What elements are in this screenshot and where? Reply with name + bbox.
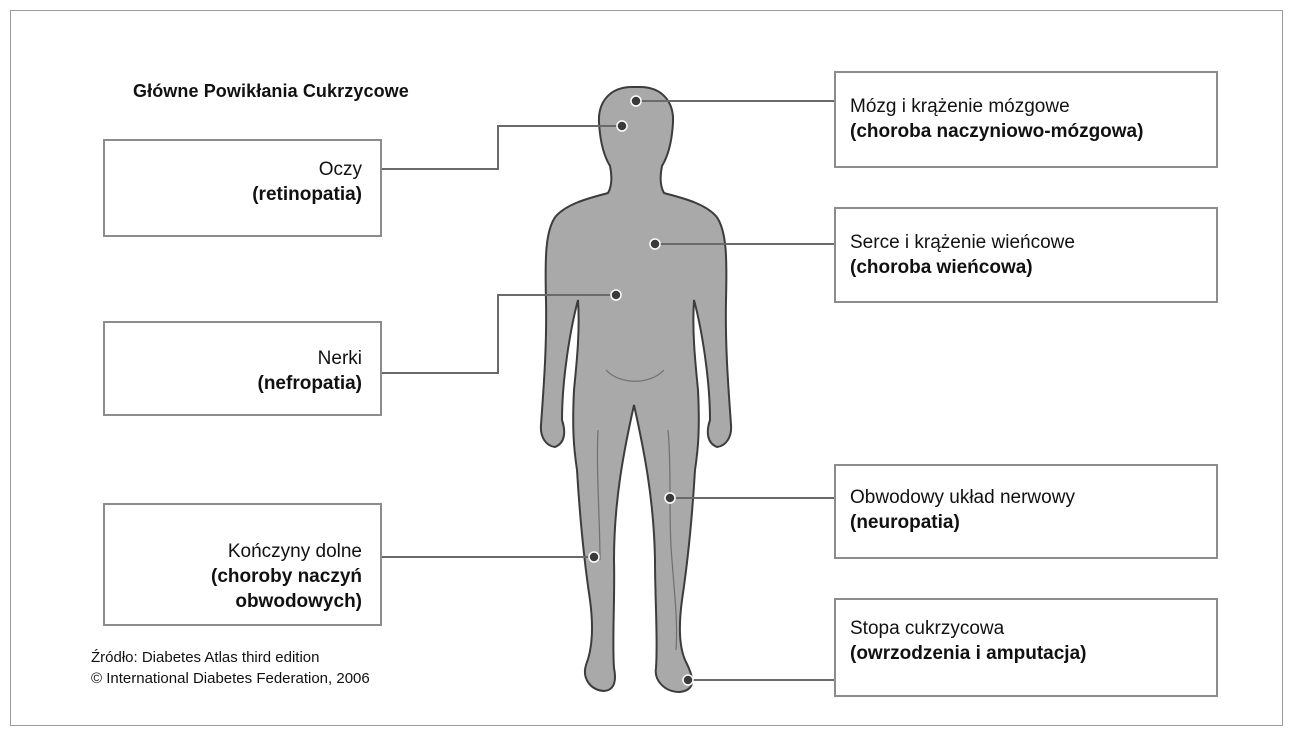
connector-eyes	[380, 126, 622, 169]
eyes-term: (retinopatia)	[105, 182, 362, 207]
body-outline	[541, 87, 731, 692]
label-box-limbs: Kończyny dolne (choroby naczyń obwodowyc…	[103, 503, 382, 626]
source-credit: Źródło: Diabetes Atlas third edition © I…	[91, 647, 370, 689]
marker-limbs	[589, 552, 599, 562]
nerves-term: (neuropatia)	[850, 510, 1216, 535]
diagram-title: Główne Powikłania Cukrzycowe	[133, 81, 409, 102]
limbs-term-line1: (choroby naczyń	[105, 564, 362, 589]
label-box-eyes: Oczy (retinopatia)	[103, 139, 382, 237]
nerves-name: Obwodowy układ nerwowy	[850, 485, 1216, 510]
marker-foot	[683, 675, 693, 685]
marker-nerves	[665, 493, 675, 503]
kidneys-term: (nefropatia)	[105, 371, 362, 396]
brain-term: (choroba naczyniowo-mózgowa)	[850, 119, 1216, 144]
marker-heart	[650, 239, 660, 249]
label-box-foot: Stopa cukrzycowa (owrzodzenia i amputacj…	[834, 598, 1218, 697]
heart-term: (choroba wieńcowa)	[850, 255, 1216, 280]
label-box-brain: Mózg i krążenie mózgowe (choroba naczyni…	[834, 71, 1218, 168]
source-line-2: © International Diabetes Federation, 200…	[91, 668, 370, 689]
heart-name: Serce i krążenie wieńcowe	[850, 230, 1216, 255]
limbs-term-line2: obwodowych)	[105, 589, 362, 614]
label-box-kidneys: Nerki (nefropatia)	[103, 321, 382, 416]
eyes-name: Oczy	[105, 157, 362, 182]
marker-eyes	[617, 121, 627, 131]
limbs-name: Kończyny dolne	[105, 539, 362, 564]
foot-name: Stopa cukrzycowa	[850, 616, 1216, 641]
label-box-heart: Serce i krążenie wieńcowe (choroba wieńc…	[834, 207, 1218, 303]
kidneys-name: Nerki	[105, 346, 362, 371]
marker-brain	[631, 96, 641, 106]
foot-term: (owrzodzenia i amputacja)	[850, 641, 1216, 666]
source-line-1: Źródło: Diabetes Atlas third edition	[91, 647, 370, 668]
brain-name: Mózg i krążenie mózgowe	[850, 94, 1216, 119]
label-box-nerves: Obwodowy układ nerwowy (neuropatia)	[834, 464, 1218, 559]
human-body-silhouette	[541, 87, 731, 692]
marker-kidneys	[611, 290, 621, 300]
